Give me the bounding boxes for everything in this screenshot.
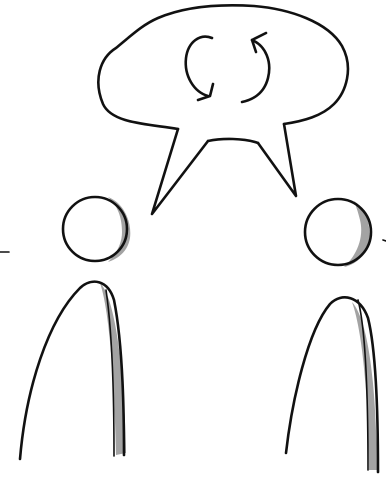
speech-bubble-tail-left bbox=[152, 129, 208, 214]
person-right-body-shading bbox=[352, 302, 377, 470]
person-right-head-shading bbox=[344, 201, 369, 267]
person-right-body bbox=[286, 297, 378, 472]
cycle-arrow-left bbox=[186, 37, 212, 96]
person-left-head bbox=[63, 197, 127, 261]
shared-speech-bubble bbox=[98, 5, 348, 214]
person-right-head bbox=[305, 199, 371, 265]
refresh-cycle-icon bbox=[186, 33, 269, 102]
person-right bbox=[286, 199, 378, 472]
speech-bubble-bottom-arc bbox=[208, 139, 258, 143]
person-left bbox=[20, 197, 130, 459]
speech-bubble-tail-right bbox=[258, 124, 296, 196]
speech-bubble-outline bbox=[98, 5, 348, 129]
